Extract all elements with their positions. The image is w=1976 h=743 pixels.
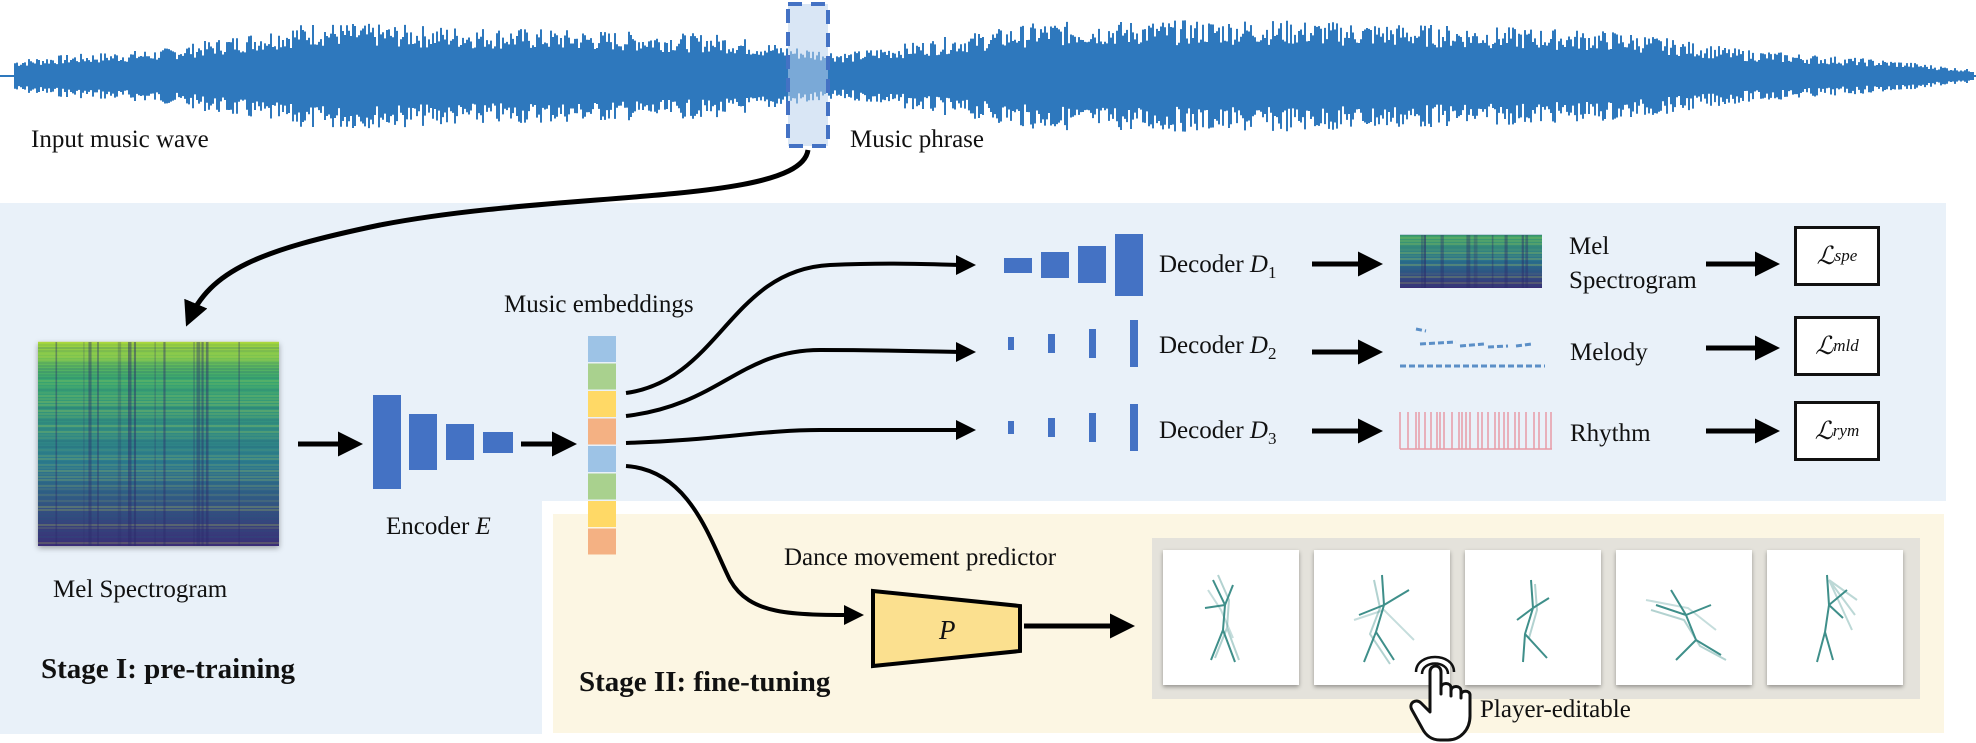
encoder-block-1 — [373, 395, 401, 489]
encoder-label: Encoder E — [386, 513, 491, 540]
embedding-to-decoder3-arrow — [625, 420, 976, 445]
embedding-cell — [588, 473, 616, 500]
rhythm-label: Rhythm — [1570, 420, 1651, 447]
player-editable-label: Player-editable — [1480, 696, 1631, 723]
melody-segment — [1415, 327, 1427, 333]
encoder-block-3 — [446, 424, 474, 460]
embedding-to-decoder1-arrow — [625, 254, 976, 395]
encoder-block-2 — [409, 414, 437, 470]
dance-predictor-label: Dance movement predictor — [784, 544, 1057, 571]
predictor-symbol: P — [939, 615, 956, 645]
dance-frame-3[interactable] — [1465, 550, 1601, 685]
dance-frames-strip[interactable] — [1152, 538, 1920, 699]
embedding-to-predictor-arrow — [625, 464, 864, 625]
embedding-cell — [588, 363, 616, 390]
stage2-label: Stage II: fine-tuning — [579, 666, 831, 698]
decoder3-label: Decoder D3 — [1159, 417, 1277, 448]
rhythm-trace — [1399, 412, 1552, 450]
dance-frame-4[interactable] — [1616, 550, 1752, 685]
melody-segment — [1459, 342, 1485, 348]
music-embeddings-label: Music embeddings — [504, 291, 694, 318]
stage1-label: Stage I: pre-training — [41, 653, 296, 685]
input-mel-spectrogram — [38, 342, 279, 546]
embedding-to-decoder2-arrow — [625, 341, 976, 418]
embedding-cell — [588, 528, 616, 555]
embedding-cell — [588, 446, 616, 472]
embedding-cell — [588, 418, 616, 445]
output-mel-spectrogram — [1400, 235, 1542, 288]
melody-segment — [1419, 340, 1457, 346]
encoder-block-4 — [483, 432, 513, 453]
waveform-bars — [0, 20, 1976, 132]
dance-frame-5[interactable] — [1767, 550, 1903, 685]
melody-segment — [1515, 342, 1533, 348]
embedding-cell — [588, 501, 616, 527]
output-mel-label-line2: Spectrogram — [1569, 267, 1697, 294]
decoder1-label: Decoder D1 — [1159, 251, 1277, 282]
melody-label: Melody — [1570, 339, 1648, 366]
output-mel-label-line1: Mel — [1569, 233, 1610, 260]
music-phrase-label: Music phrase — [850, 126, 984, 153]
dance-frame-2[interactable] — [1314, 550, 1450, 685]
output-mel-texture — [1400, 234, 1542, 288]
embedding-cell — [588, 391, 616, 417]
decoder2-label: Decoder D2 — [1159, 332, 1277, 363]
melody-trace — [1400, 327, 1545, 368]
dance-frame-1[interactable] — [1163, 550, 1299, 685]
music-phrase-highlight — [788, 4, 828, 146]
music-waveform — [0, 2, 1976, 148]
input-wave-label: Input music wave — [31, 126, 209, 153]
embedding-cell — [588, 336, 616, 362]
embedding-column — [588, 336, 616, 555]
input-spectrogram-label: Mel Spectrogram — [53, 576, 228, 603]
phrase-to-spectrogram-arrow — [184, 149, 811, 327]
melody-segment — [1487, 344, 1509, 349]
dance-predictor-block — [871, 588, 1022, 669]
input-mel-texture — [38, 341, 279, 546]
